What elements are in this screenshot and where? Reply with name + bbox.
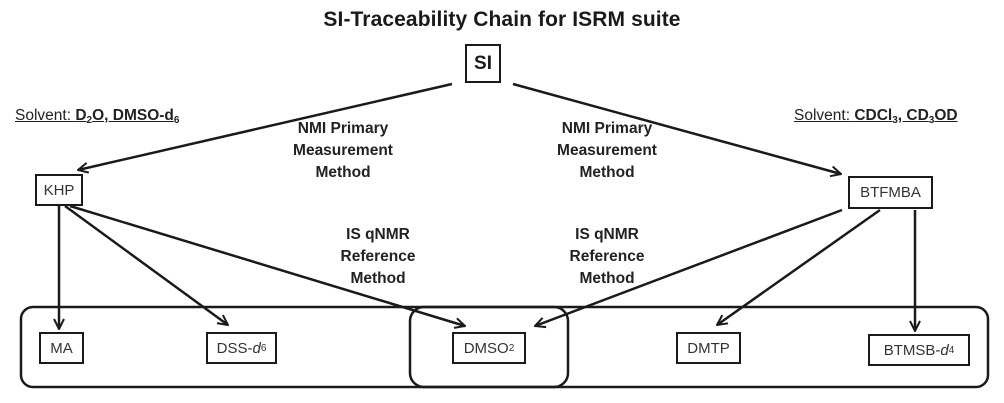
label-qnmr-reference-left: IS qNMR Reference Method xyxy=(340,226,416,287)
edge-btfmba-to-dmso2 xyxy=(535,208,843,326)
solvent-left-label: Solvent: D2O, DMSO-d6 xyxy=(15,107,180,126)
node-btfmba: BTFMBA xyxy=(848,176,933,209)
node-khp: KHP xyxy=(35,174,83,206)
label-nmi-primary-left: NMI Primary Measurement Method xyxy=(293,120,393,181)
solvent-right-label: Solvent: CDCl3, CD3OD xyxy=(794,107,958,126)
label-qnmr-reference-right: IS qNMR Reference Method xyxy=(569,226,645,287)
edge-si-to-khp xyxy=(78,82,453,170)
node-dmtp: DMTP xyxy=(676,332,741,364)
label-nmi-primary-right: NMI Primary Measurement Method xyxy=(557,120,657,181)
node-si: SI xyxy=(465,44,501,83)
solvent-left-values: D2O, DMSO-d6 xyxy=(75,107,180,126)
diagram-title: SI-Traceability Chain for ISRM suite xyxy=(323,8,681,31)
edge-khp-to-dss xyxy=(64,204,228,325)
node-si-label: SI xyxy=(474,52,492,74)
solvent-right-values: CDCl3, CD3OD xyxy=(854,107,958,126)
edge-si-to-btfmba xyxy=(512,82,841,174)
shared-dmso2-container xyxy=(408,305,570,389)
edge-btfmba-to-dmtp xyxy=(717,208,881,325)
node-ma: MA xyxy=(39,332,84,364)
edge-khp-to-dmso2 xyxy=(69,204,465,326)
